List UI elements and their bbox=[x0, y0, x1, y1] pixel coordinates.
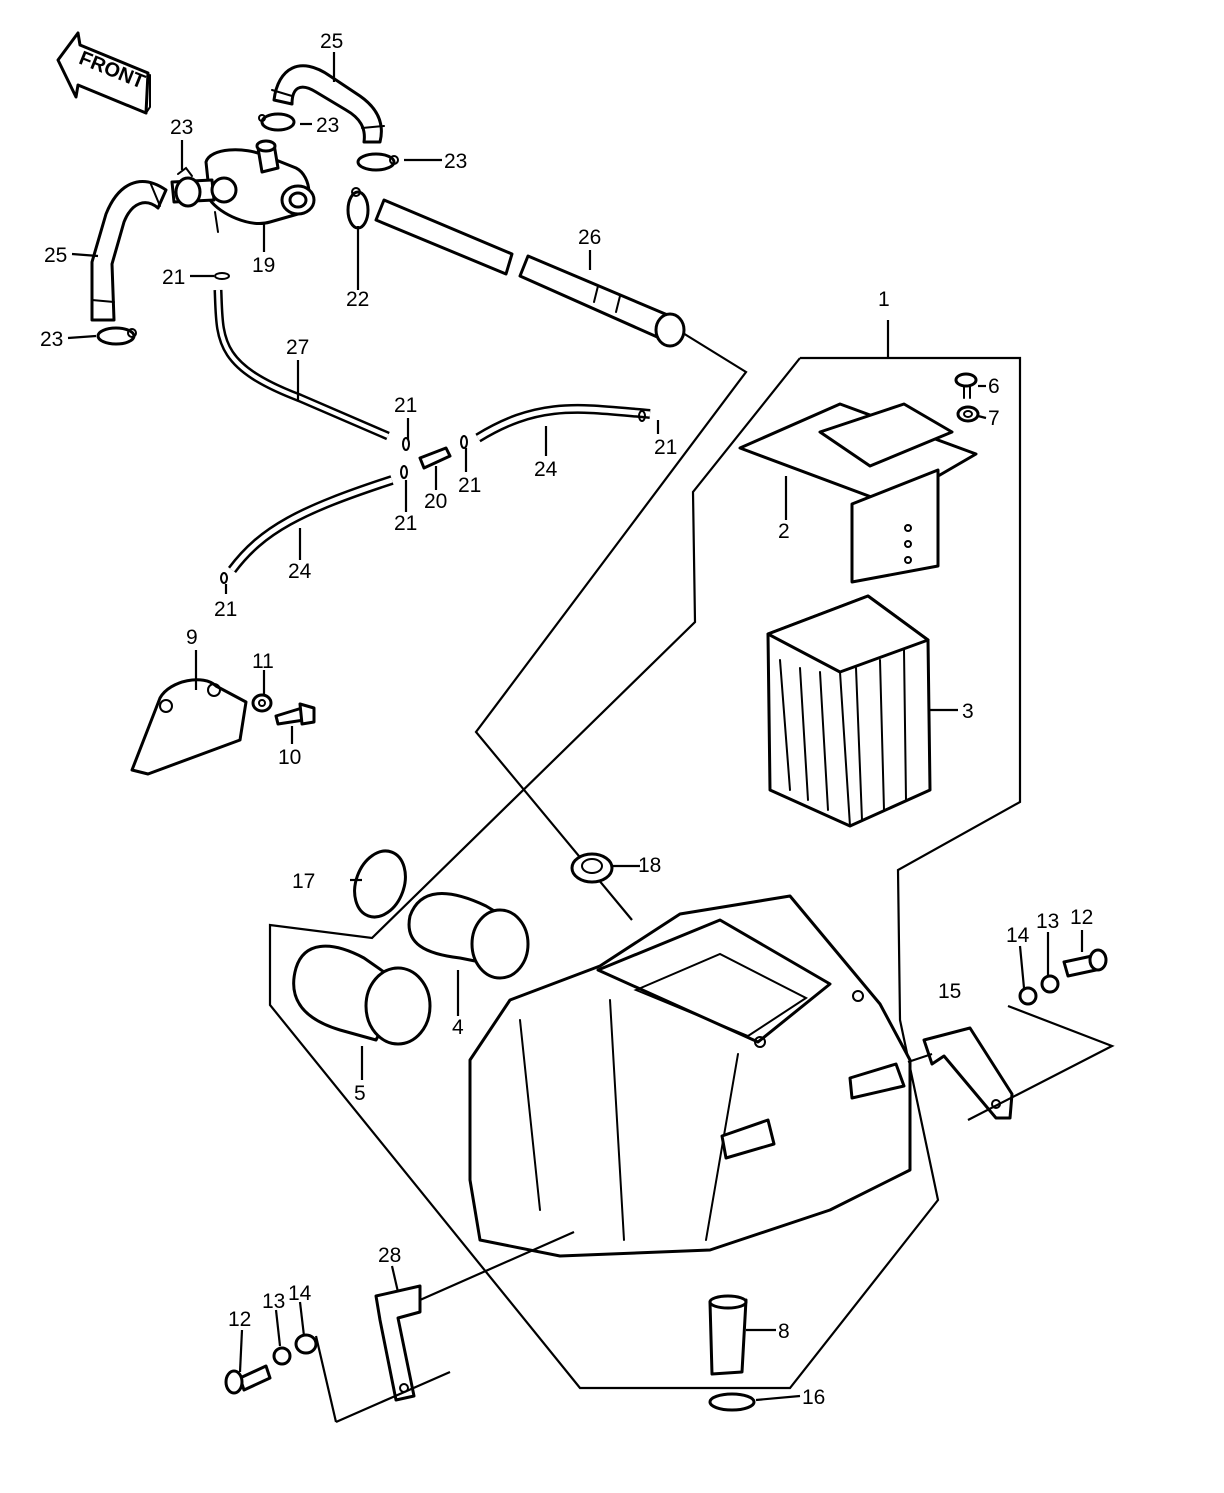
callout-11: 11 bbox=[252, 650, 274, 673]
callout-23-top: 23 bbox=[316, 114, 339, 137]
fitting-20 bbox=[418, 446, 452, 470]
callout-5: 5 bbox=[354, 1082, 366, 1105]
callout-25-left: 25 bbox=[44, 244, 67, 267]
washer-11 bbox=[251, 693, 273, 713]
callout-4: 4 bbox=[452, 1016, 464, 1039]
clamp-23-right bbox=[356, 152, 399, 172]
callout-leaders bbox=[67, 52, 1084, 1402]
breather-hose-25-left bbox=[90, 180, 168, 322]
callout-2: 2 bbox=[778, 520, 790, 543]
callout-23-right: 23 bbox=[444, 150, 467, 173]
callout-13-left: 13 bbox=[262, 1290, 285, 1313]
breather-hose-25-top bbox=[271, 64, 385, 144]
holder-2 bbox=[738, 402, 978, 584]
washer-14-left bbox=[294, 1333, 318, 1355]
callout-21-a: 21 bbox=[162, 266, 185, 289]
hose-27 bbox=[213, 289, 390, 441]
callout-9: 9 bbox=[186, 626, 198, 649]
grommet-18 bbox=[570, 852, 614, 884]
callout-6: 6 bbox=[988, 375, 1000, 398]
callout-16: 16 bbox=[802, 1386, 825, 1409]
washer-13-right bbox=[1040, 974, 1060, 994]
callout-7: 7 bbox=[988, 407, 1000, 430]
o-ring-17 bbox=[353, 849, 407, 919]
duct-5 bbox=[292, 944, 432, 1046]
callout-labels: 25 23 23 23 25 23 19 21 22 26 27 21 21 2… bbox=[40, 30, 1093, 1409]
callout-21-f: 21 bbox=[214, 598, 237, 621]
drain-plug-8 bbox=[708, 1294, 748, 1376]
callout-20: 20 bbox=[424, 490, 447, 513]
air-filter-element-3 bbox=[766, 594, 932, 828]
washer-7 bbox=[956, 405, 980, 423]
callout-12-left: 12 bbox=[228, 1308, 251, 1331]
callout-12-right: 12 bbox=[1070, 906, 1093, 929]
duct-4 bbox=[407, 892, 530, 980]
callout-17: 17 bbox=[292, 870, 315, 893]
clip-21-group bbox=[214, 272, 646, 584]
hose-24-left bbox=[228, 475, 394, 574]
clamp-16 bbox=[708, 1392, 756, 1412]
callout-24-right: 24 bbox=[534, 458, 558, 481]
callout-13-right: 13 bbox=[1036, 910, 1059, 933]
bolt-12-right bbox=[1062, 948, 1108, 978]
callout-1: 1 bbox=[878, 288, 890, 311]
callout-18: 18 bbox=[638, 854, 661, 877]
callout-3: 3 bbox=[962, 700, 974, 723]
clamp-23-top bbox=[258, 112, 296, 132]
assembly-outline bbox=[268, 356, 1022, 1390]
callout-21-c: 21 bbox=[394, 512, 417, 535]
callout-22: 22 bbox=[346, 288, 369, 311]
clamp-23-bottom bbox=[96, 326, 137, 346]
callout-27: 27 bbox=[286, 336, 309, 359]
callout-10: 10 bbox=[278, 746, 301, 769]
clamp-23-valve bbox=[174, 166, 202, 208]
callout-24-left: 24 bbox=[288, 560, 312, 583]
air-box-housing bbox=[468, 894, 912, 1258]
clamp-22 bbox=[346, 187, 370, 230]
washer-14-right bbox=[1018, 986, 1038, 1006]
washer-13-left bbox=[272, 1346, 292, 1366]
callout-14-right: 14 bbox=[1006, 924, 1030, 947]
callout-15: 15 bbox=[938, 980, 961, 1003]
hose-26 bbox=[374, 198, 686, 348]
callout-19: 19 bbox=[252, 254, 275, 277]
callout-21-e: 21 bbox=[654, 436, 677, 459]
front-arrow-icon: FRONT bbox=[56, 31, 151, 115]
cover-9 bbox=[130, 678, 248, 776]
bolt-12-left bbox=[224, 1364, 272, 1395]
callout-23-left: 23 bbox=[170, 116, 193, 139]
callout-14-left: 14 bbox=[288, 1282, 312, 1305]
callout-8: 8 bbox=[778, 1320, 790, 1343]
callout-28: 28 bbox=[378, 1244, 401, 1267]
callout-23-bottom: 23 bbox=[40, 328, 63, 351]
bracket-28 bbox=[374, 1284, 422, 1402]
callout-26: 26 bbox=[578, 226, 601, 249]
screw-6 bbox=[954, 372, 978, 399]
callout-21-b: 21 bbox=[394, 394, 417, 417]
callout-25-top: 25 bbox=[320, 30, 343, 53]
callout-21-d: 21 bbox=[458, 474, 481, 497]
bolt-10 bbox=[274, 702, 316, 726]
